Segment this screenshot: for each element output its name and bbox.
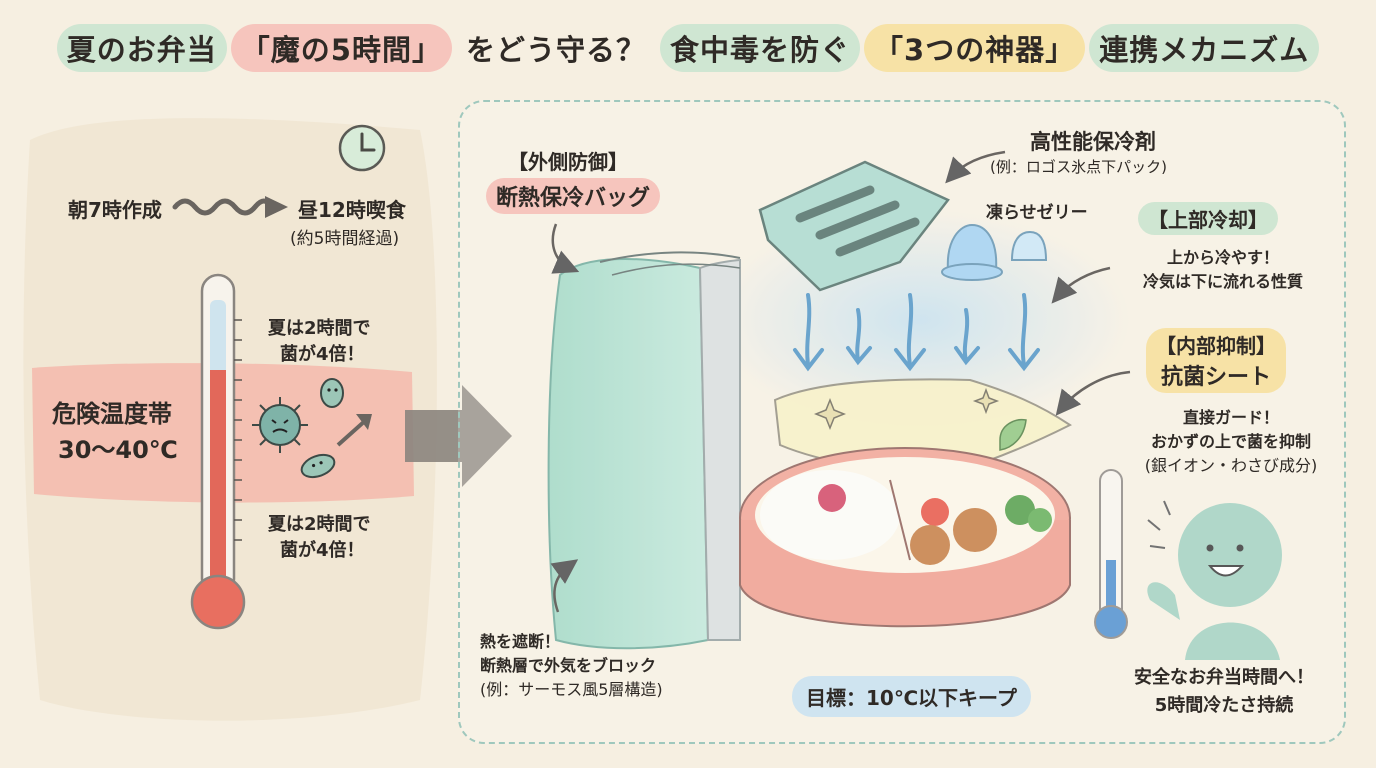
page-title: 夏のお弁当 「魔の5時間」 をどう守る？ 食中毒を防ぐ 「3つの神器」 連携メカ… bbox=[0, 18, 1376, 78]
sheet-desc-line3: (銀イオン・わさび成分) bbox=[1144, 456, 1318, 475]
ice-pack-example: (例：ロゴス氷点下パック) bbox=[990, 158, 1168, 176]
result-line2: 5時間冷たさ持続 bbox=[1154, 695, 1294, 716]
elapsed-time-label: (約5時間経過) bbox=[290, 229, 400, 249]
thermometer-cold-icon bbox=[1094, 469, 1128, 639]
cold-air-arrows-icon bbox=[793, 293, 1040, 372]
pointer-arrows-icon bbox=[550, 150, 1131, 613]
bacteria-note-bottom-line2: 菌が4倍！ bbox=[280, 540, 365, 561]
result-message: 安全なお弁当時間へ！ 5時間冷たさ持続 bbox=[1104, 664, 1344, 720]
bag-name-label: 断熱保冷バッグ bbox=[486, 178, 661, 214]
title-segment-summer-bento: 夏のお弁当 bbox=[56, 24, 227, 72]
thermometer-icon bbox=[190, 273, 246, 630]
top-cooling-description: 上から冷やす！ 冷気は下に流れる性質 bbox=[1118, 246, 1328, 294]
title-segment-mechanism: 連携メカニズム bbox=[1089, 24, 1320, 72]
bag-desc-line3: (例：サーモス風5層構造) bbox=[480, 680, 663, 699]
danger-zone-label: 危険温度帯 30〜40℃ bbox=[52, 396, 178, 468]
sheet-desc-line2: おかずの上で菌を抑制 bbox=[1150, 432, 1311, 451]
happy-child-icon bbox=[1147, 500, 1282, 660]
bacteria-growth-note-top: 夏は2時間で 菌が4倍！ bbox=[268, 316, 371, 368]
clock-icon bbox=[338, 124, 386, 172]
bag-description: 熱を遮断！ 断熱層で外気をブロック (例：サーモス風5層構造) bbox=[480, 630, 663, 702]
frozen-jelly-label: 凍らせゼリー bbox=[986, 203, 1088, 223]
sheet-description: 直接ガード！ おかずの上で菌を抑制 (銀イオン・わさび成分) bbox=[1118, 406, 1344, 478]
bento-box-icon bbox=[739, 447, 1071, 628]
ice-pack-name: 高性能保冷剤 bbox=[1030, 130, 1156, 154]
title-segment-prevent-poisoning: 食中毒を防ぐ bbox=[660, 24, 861, 72]
title-segment-five-hours: 「魔の5時間」 bbox=[230, 24, 452, 72]
sheet-category-label: 【内部抑制】 bbox=[1156, 334, 1276, 358]
bacteria-growth-note-bottom: 夏は2時間で 菌が4倍！ bbox=[268, 512, 371, 564]
bag-desc-line1: 熱を遮断！ bbox=[480, 632, 561, 651]
goal-badge: 目標：10℃以下キープ bbox=[792, 676, 1031, 717]
jelly-icon bbox=[941, 223, 1048, 281]
title-segment-how-to-protect: をどう守る？ bbox=[465, 33, 646, 67]
sheet-name-label: 抗菌シート bbox=[1160, 365, 1271, 390]
ice-pack-icon bbox=[758, 160, 950, 292]
noon-time-label: 昼12時喫食 bbox=[298, 198, 406, 222]
bacteria-note-top-line1: 夏は2時間で bbox=[268, 318, 371, 339]
top-cooling-desc-line2: 冷気は下に流れる性質 bbox=[1142, 272, 1303, 291]
bacteria-note-bottom-line1: 夏は2時間で bbox=[268, 514, 371, 535]
bacteria-note-top-line2: 菌が4倍！ bbox=[280, 344, 365, 365]
bag-desc-line2: 断熱層で外気をブロック bbox=[480, 656, 657, 675]
danger-zone-range: 30〜40℃ bbox=[58, 436, 178, 464]
bag-category-label: 【外側防御】 bbox=[508, 150, 628, 174]
danger-zone-title: 危険温度帯 bbox=[52, 400, 172, 428]
bacteria-icon bbox=[252, 378, 372, 479]
sheet-desc-line1: 直接ガード！ bbox=[1182, 408, 1279, 427]
result-line1: 安全なお弁当時間へ！ bbox=[1134, 667, 1314, 688]
title-segment-three-treasures: 「3つの神器」 bbox=[864, 24, 1086, 72]
top-cooling-desc-line1: 上から冷やす！ bbox=[1166, 248, 1279, 267]
sheet-label-box: 【内部抑制】 抗菌シート bbox=[1146, 328, 1286, 393]
wavy-arrow-icon bbox=[172, 196, 288, 218]
top-cooling-label: 【上部冷却】 bbox=[1138, 202, 1278, 235]
morning-time-label: 朝7時作成 bbox=[68, 198, 162, 222]
